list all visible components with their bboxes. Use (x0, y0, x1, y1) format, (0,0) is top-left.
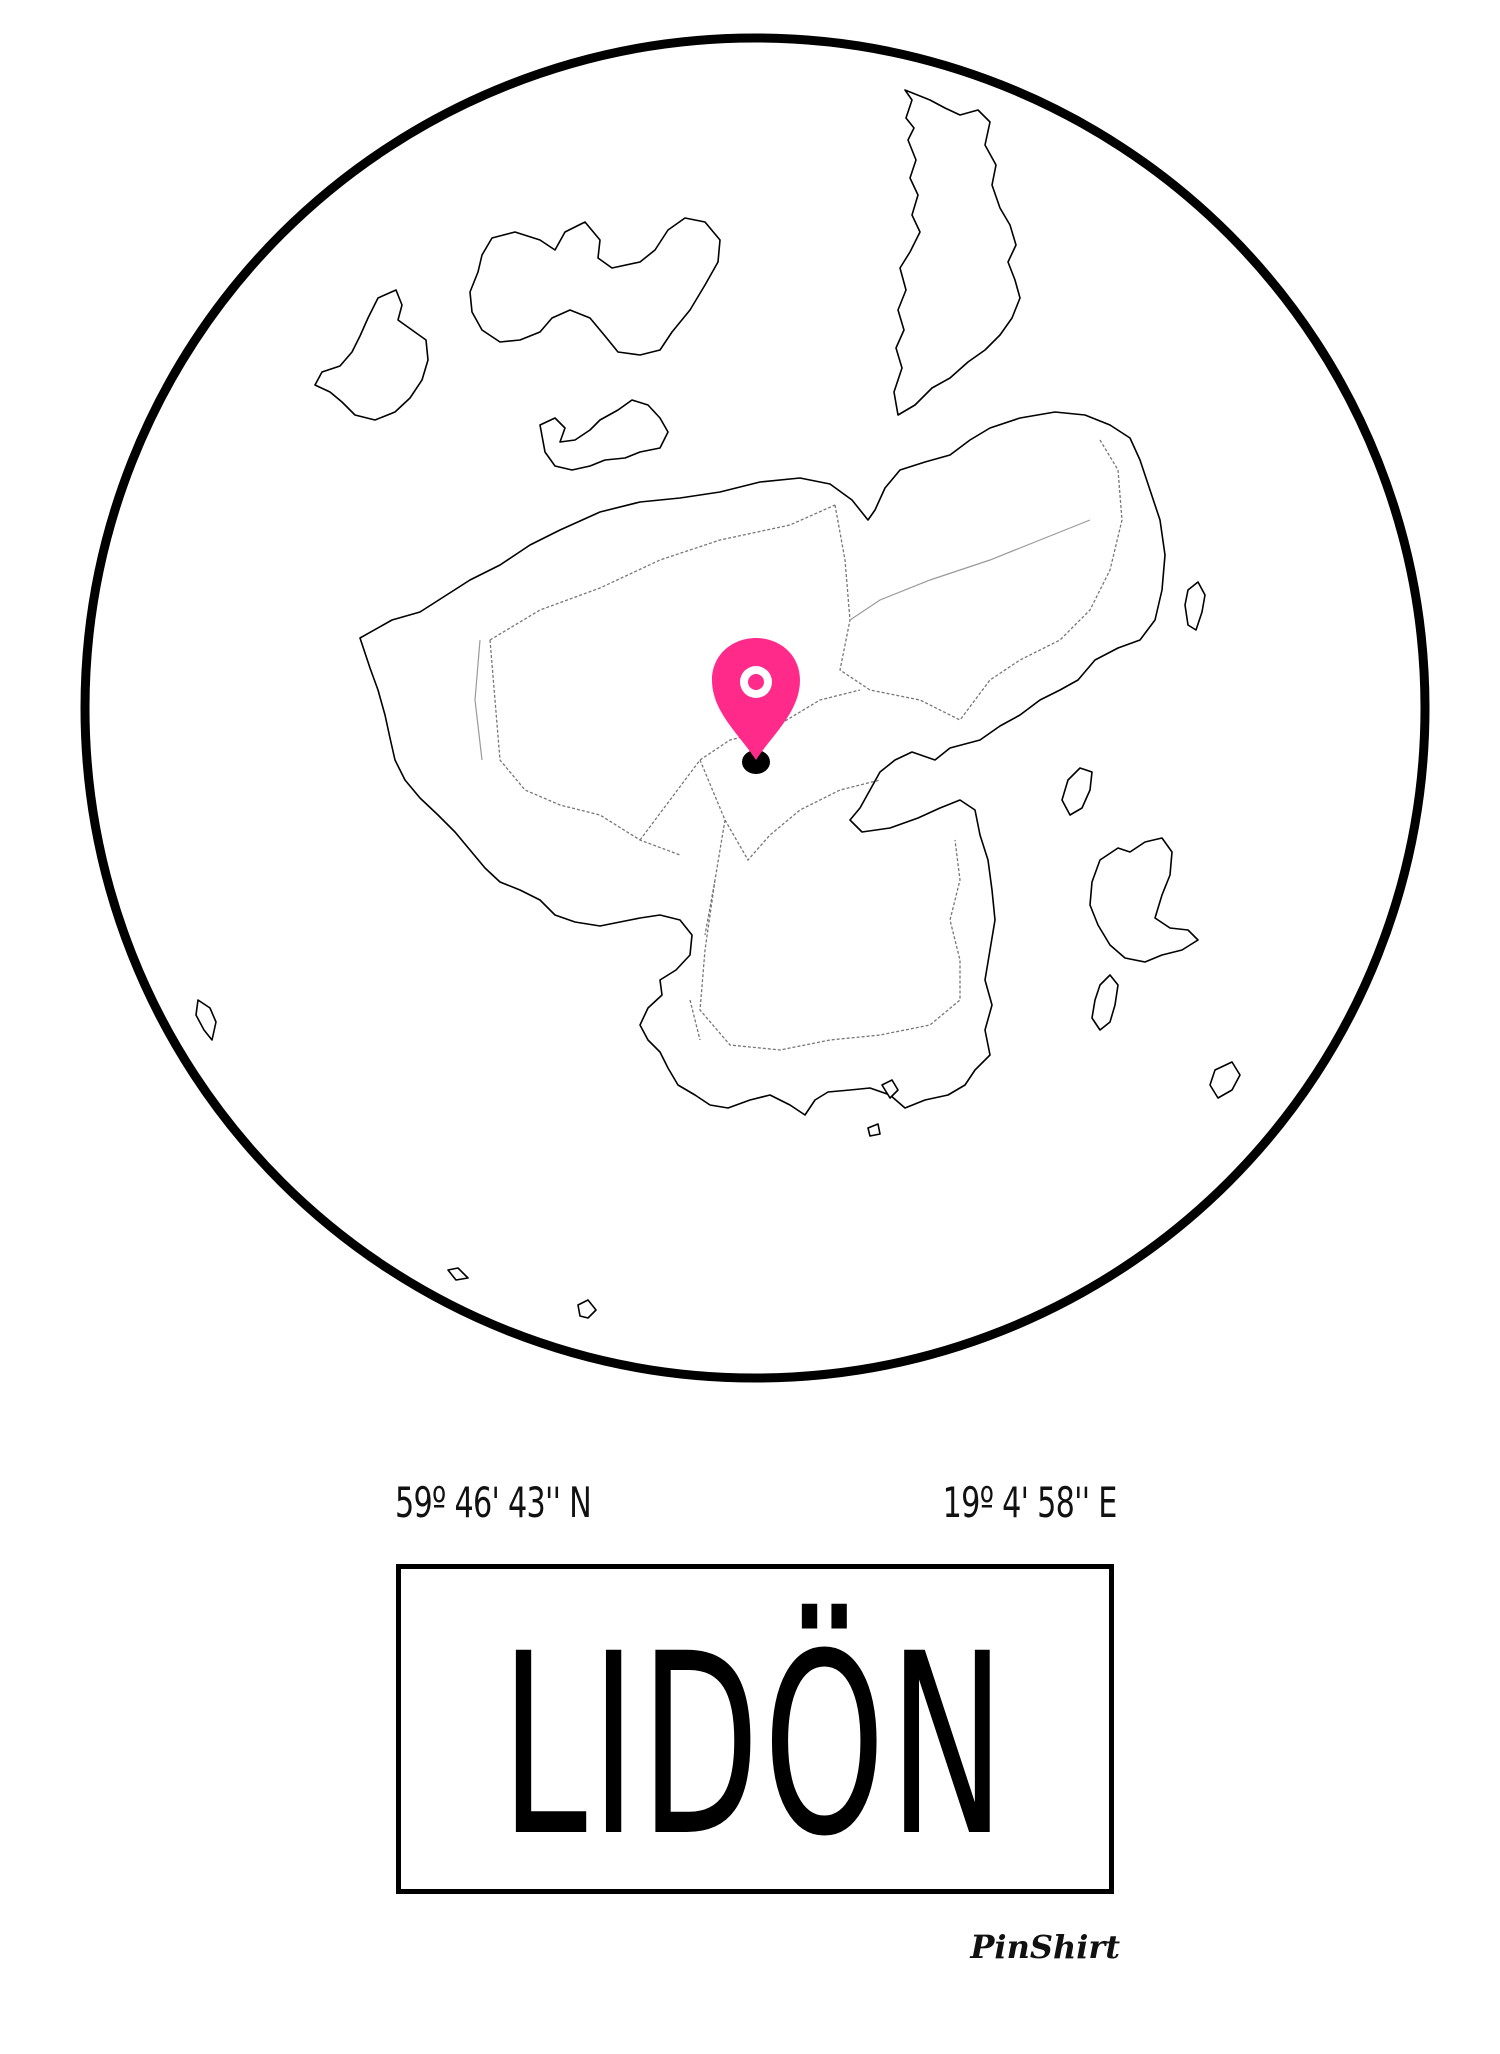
road-network (489, 439, 1123, 1051)
islet-cluster-north (539, 399, 669, 471)
islet-east-3 (1209, 1061, 1241, 1099)
island-north-east (893, 89, 1021, 416)
place-name: LIDÖN (501, 1600, 1009, 1891)
latitude-label: 59º 46' 43'' N (395, 1478, 592, 1527)
islet-south-east-small (1091, 974, 1119, 1031)
islet-specks-south (447, 1079, 899, 1319)
place-name-frame: LIDÖN (396, 1564, 1114, 1894)
brand-logo: PinShirt (970, 1928, 1120, 1966)
island-north-west (469, 217, 721, 356)
islet-east-2 (1061, 767, 1093, 816)
map-area (80, 33, 1430, 1383)
location-pin-icon (712, 638, 800, 774)
road-secondary (474, 519, 1091, 761)
island-south-east (1089, 837, 1199, 963)
island-west (314, 289, 429, 421)
islet-east-1 (1184, 581, 1206, 631)
longitude-label: 19º 4' 58'' E (943, 1478, 1118, 1527)
islet-south-west (195, 999, 217, 1041)
